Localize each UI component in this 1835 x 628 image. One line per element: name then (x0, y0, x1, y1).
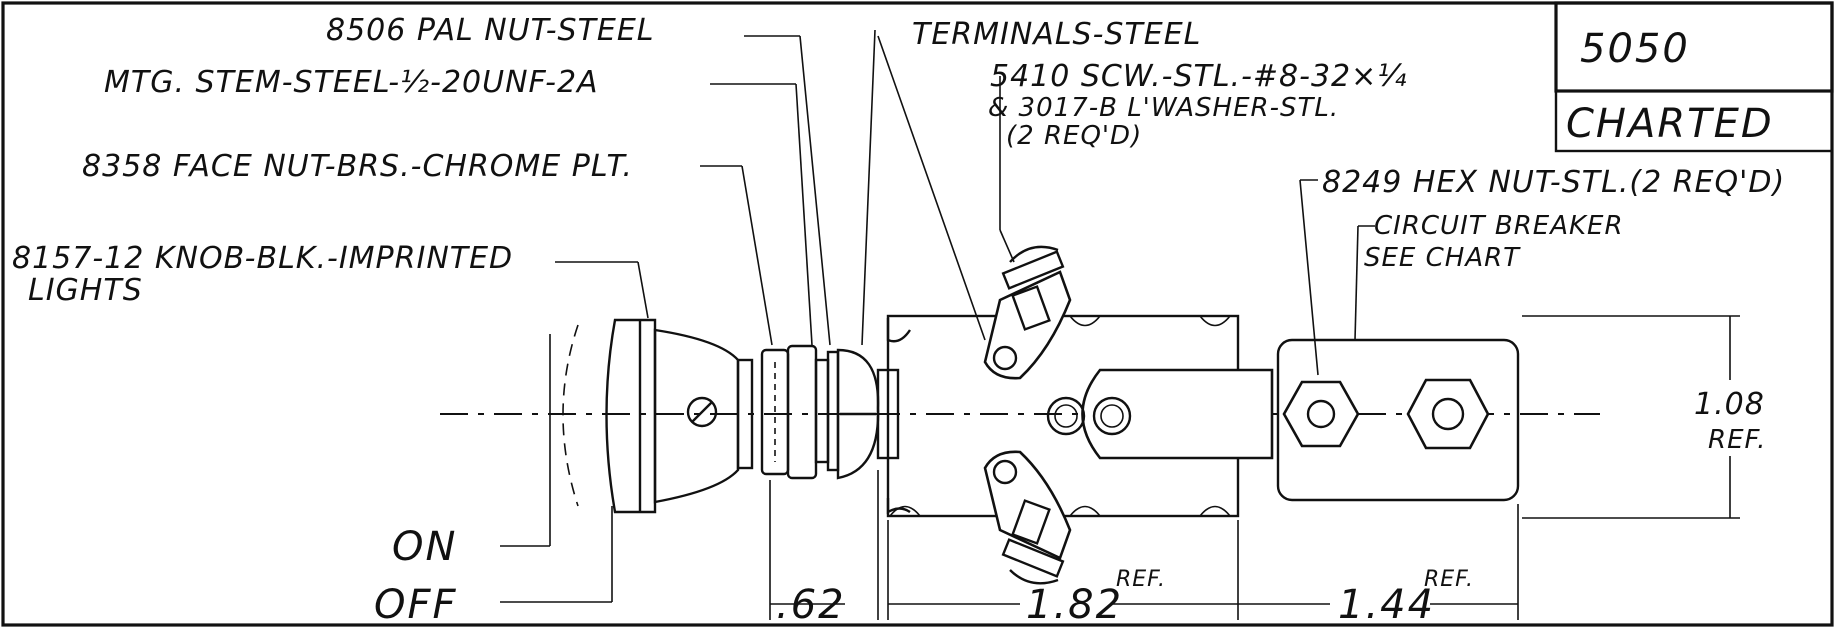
label-on: ON (392, 524, 457, 570)
callout-knob-1: 8157-12 KNOB-BLK.-IMPRINTED (12, 241, 513, 276)
callout-pal-nut: 8506 PAL NUT-STEEL (326, 13, 655, 48)
callout-face-nut: 8358 FACE NUT-BRS.-CHROME PLT. (82, 149, 633, 184)
dim-body-ref: REF. (1116, 567, 1166, 592)
drawing-number: 5050 (1580, 26, 1690, 72)
callout-terminals: TERMINALS-STEEL (912, 17, 1201, 52)
dim-breaker-ref: REF. (1424, 567, 1474, 592)
terminal-top (983, 245, 1072, 380)
callout-screw-1: 5410 SCW.-STL.-#8-32×¼ (990, 59, 1407, 94)
callout-breaker-2: SEE CHART (1364, 243, 1521, 273)
hex-nut-right (1406, 378, 1490, 450)
set-screw (686, 396, 718, 428)
face-nut (760, 344, 830, 480)
leader-lines (500, 29, 1375, 603)
drawing-status: CHARTED (1566, 101, 1774, 147)
dim-body-length: 1.82 (1026, 582, 1123, 628)
callout-breaker-1: CIRCUIT BREAKER (1374, 211, 1624, 241)
hex-nut-left (1282, 380, 1360, 448)
dim-height: 1.08 (1694, 387, 1765, 422)
callout-screw-3: (2 REQ'D) (1006, 121, 1142, 151)
label-off: OFF (374, 582, 458, 628)
knob (562, 318, 754, 514)
callout-knob-2: LIGHTS (28, 273, 143, 308)
callout-hex-nut: 8249 HEX NUT-STL.(2 REQ'D) (1322, 165, 1785, 200)
bus-bar (1046, 368, 1274, 460)
callout-screw-2: & 3017-B L'WASHER-STL. (988, 93, 1339, 123)
title-block: 5050 CHARTED (1554, 1, 1834, 153)
dim-height-ref: REF. (1708, 425, 1766, 455)
terminal-bottom (983, 450, 1072, 585)
circuit-breaker (1276, 338, 1520, 502)
callout-mtg-stem: MTG. STEM-STEEL-½-20UNF-2A (104, 65, 599, 100)
dim-breaker-length: 1.44 (1338, 582, 1435, 628)
dim-stem-length: .62 (776, 582, 846, 628)
dimension-lines (769, 315, 1740, 620)
